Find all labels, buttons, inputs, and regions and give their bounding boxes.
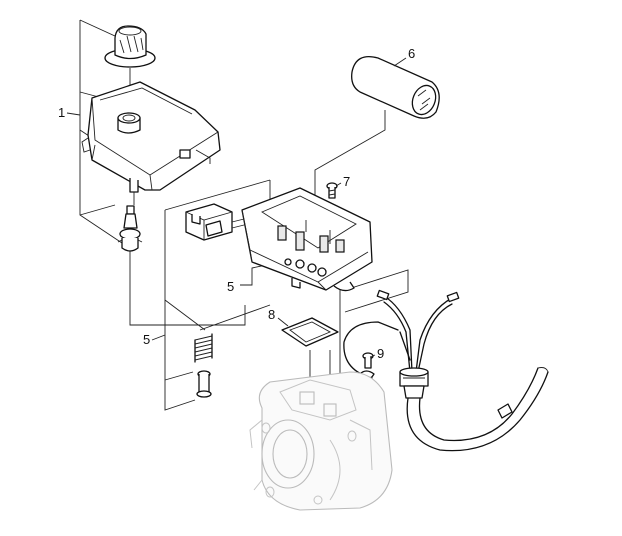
check-valve — [117, 205, 143, 252]
spring-and-seat — [194, 333, 213, 398]
callout-9: 9 — [377, 346, 384, 361]
callout-5-upper: 5 — [227, 279, 234, 294]
filler-cap — [104, 25, 156, 105]
callout-1: 1 — [58, 105, 65, 120]
callout-8: 8 — [268, 307, 275, 322]
screw — [326, 182, 338, 199]
callout-labels: 1 5 5 6 7 8 9 — [58, 46, 415, 361]
relay-connector — [185, 203, 249, 241]
gasket — [281, 317, 339, 347]
callout-5-lower: 5 — [143, 332, 150, 347]
callout-6: 6 — [408, 46, 415, 61]
water-tank — [81, 81, 221, 205]
callout-7: 7 — [343, 174, 350, 189]
electrical-box — [241, 187, 373, 292]
pump-housing — [249, 371, 393, 511]
capacitor — [351, 55, 440, 119]
power-cable — [376, 289, 549, 452]
